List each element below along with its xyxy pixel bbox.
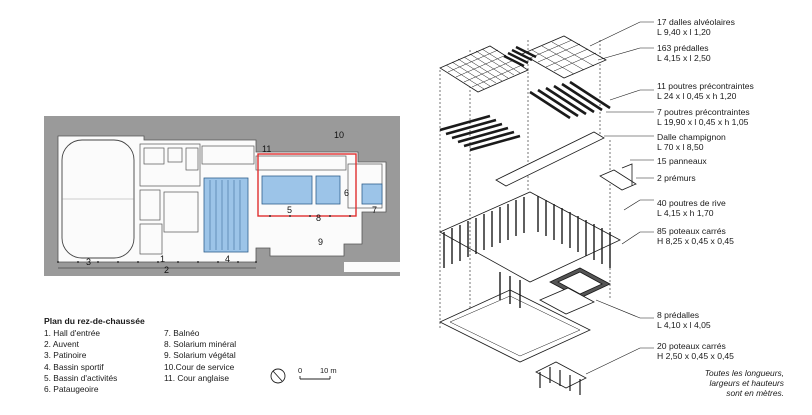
annotation-dims: L 4,15 x h 1,70 [657,208,714,218]
legend-item: 2. Auvent [44,339,79,350]
plan-label-11: 11 [262,144,272,154]
annotation-title: 85 poteaux carrés [657,226,726,236]
annotation-predalles-8: 8 prédalles L 4,10 x l 4,05 [657,310,711,330]
legend-item: 4. Bassin sportif [44,361,104,372]
plan-legend: Plan du rez-de-chaussée 1. Hall d'entrée… [44,316,236,394]
annotation-poutres-7: 7 poutres précontraintes L 19,90 x l 0,4… [657,107,750,127]
plan-label-7: 7 [372,205,378,215]
annotation-predalles: 163 prédalles L 4,15 x l 2,50 [657,43,711,63]
annotation-dims: L 4,15 x l 2,50 [657,53,711,63]
annotation-dims: L 24 x l 0,45 x h 1,20 [657,91,737,101]
plan-label-2: 2 [164,265,170,275]
annotation-dims: L 70 x l 8,50 [657,142,704,152]
legend-item: 8. Solarium minéral [164,339,237,350]
legend-item: 5. Bassin d'activités [44,372,118,383]
legend-item: 11. Cour anglaise [164,372,230,383]
plan-label-9: 9 [318,237,324,247]
scale-bar: 0 10 m [268,364,358,393]
annotation-premurs: 2 prémurs [657,173,696,183]
ground-floor-plan: 1 2 3 4 5 6 7 8 9 10 11 [44,116,400,276]
annotation-title: Dalle champignon [657,132,726,142]
annotation-poutres-11: 11 poutres précontraintes L 24 x l 0,45 … [657,81,754,101]
annotation-poteaux-85: 85 poteaux carrés H 8,25 x 0,45 x 0,45 [657,226,734,246]
legend-item: 1. Hall d'entrée [44,328,101,338]
north-arrow-icon [270,368,286,384]
legend-item: 10.Cour de service [164,361,235,372]
legend-item: 7. Balnéo [164,328,200,338]
leader-lines [585,21,654,375]
annotation-title: 11 poutres précontraintes [657,81,754,91]
annotation-title: 15 panneaux [657,156,707,166]
plan-label-4: 4 [225,254,231,264]
units-note: Toutes les longueurs, largeurs et hauteu… [654,368,785,398]
exploded-axonometric [400,0,812,410]
note-line: largeurs et hauteurs [709,377,785,388]
annotation-panneaux: 15 panneaux [657,156,707,166]
annotation-dims: H 8,25 x 0,45 x 0,45 [657,236,734,246]
note-line: sont en mètres. [726,387,784,398]
plan-label-5: 5 [287,205,293,215]
plan-label-8: 8 [316,213,322,223]
annotation-poteaux-20: 20 poteaux carrés H 2,50 x 0,45 x 0,45 [657,341,734,361]
scale-ten-label: 10 m [320,366,337,375]
annotation-dims: L 4,10 x l 4,05 [657,320,711,330]
annotation-dalles-alveolaires: 17 dalles alvéolaires L 9,40 x l 1,20 [657,17,735,37]
annotation-title: 17 dalles alvéolaires [657,17,735,27]
legend-item: 9. Solarium végétal [164,350,236,361]
legend-item: 6. Pataugeoire [44,383,99,394]
plan-label-3: 3 [86,257,92,267]
plan-drawing [57,135,400,272]
annotation-title: 2 prémurs [657,173,696,183]
annotation-poutres-rive: 40 poutres de rive L 4,15 x h 1,70 [657,198,726,218]
annotation-title: 7 poutres précontraintes [657,107,750,117]
annotation-dims: L 9,40 x l 1,20 [657,27,711,37]
annotation-title: 163 prédalles [657,43,709,53]
plan-label-1: 1 [160,254,166,264]
note-line: Toutes les longueurs, [704,368,784,378]
annotation-title: 20 poteaux carrés [657,341,726,351]
annotation-title: 8 prédalles [657,310,700,320]
legend-title: Plan du rez-de-chaussée [44,316,145,326]
legend-column-1: 1. Hall d'entrée 2. Auvent 3. Patinoire … [44,328,117,395]
annotation-title: 40 poutres de rive [657,198,726,208]
legend-item: 3. Patinoire [44,350,87,361]
plan-label-6: 6 [344,188,350,198]
annotation-dalle-champignon: Dalle champignon L 70 x l 8,50 [657,132,726,152]
annotation-dims: L 19,90 x l 0,45 x h 1,05 [657,117,749,127]
legend-column-2: 7. Balnéo 8. Solarium minéral 9. Solariu… [164,328,236,384]
plan-label-10: 10 [334,130,345,140]
annotation-dims: H 2,50 x 0,45 x 0,45 [657,351,734,361]
scale-zero-label: 0 [298,366,303,375]
